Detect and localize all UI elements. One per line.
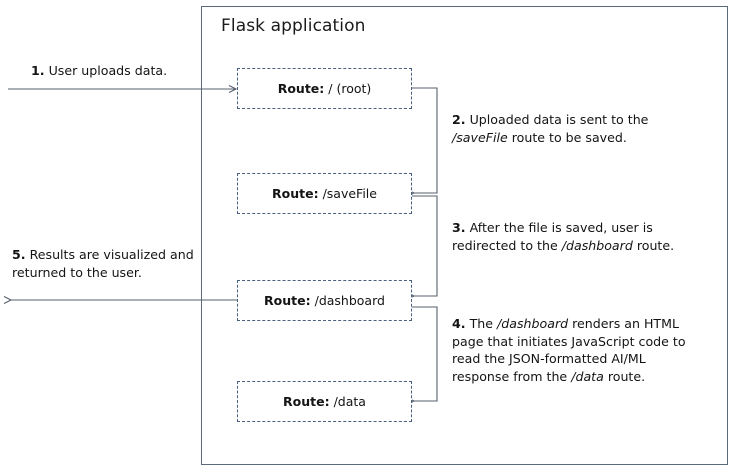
route-root-prefix: Route:	[277, 81, 325, 96]
step-3-line3: route.	[636, 237, 675, 253]
step-2-emphasis: /saveFile	[452, 129, 508, 145]
step-3-emphasis: /dashboard	[561, 237, 633, 253]
step-4-number: 4.	[452, 316, 466, 331]
route-box-root-label: Route: / (root)	[278, 81, 372, 96]
flask-application-title: Flask application	[221, 16, 366, 36]
route-savefile-path: /saveFile	[322, 186, 377, 201]
route-box-dashboard[interactable]: Route: /dashboard	[237, 280, 412, 321]
step-1-text: User uploads data.	[48, 63, 168, 78]
route-box-savefile[interactable]: Route: /saveFile	[237, 173, 412, 214]
step-2-line1: Uploaded data is sent to the	[469, 112, 649, 127]
step-1-number: 1.	[31, 63, 45, 78]
route-savefile-prefix: Route:	[272, 186, 319, 201]
route-box-data-label: Route: /data	[283, 394, 366, 409]
route-data-prefix: Route:	[283, 394, 330, 409]
route-data-path: /data	[333, 394, 366, 409]
step-3-annotation: 3. After the file is saved, user is redi…	[452, 219, 710, 254]
step-2-line2: route to be saved.	[511, 129, 627, 145]
step-4-line3: route.	[607, 368, 646, 384]
step-4-line2: renders an HTML page that initiates Java…	[452, 316, 686, 384]
step-4-line1: The	[469, 316, 494, 331]
step-3-number: 3.	[452, 220, 466, 235]
route-dashboard-path: /dashboard	[314, 293, 385, 308]
flask-application-container	[201, 6, 728, 465]
step-5-line2: and returned to the user.	[12, 247, 194, 280]
step-2-number: 2.	[452, 112, 466, 127]
step-1-annotation: 1. User uploads data.	[31, 62, 211, 80]
step-5-line1: Results are visualized	[29, 247, 166, 262]
step-5-number: 5.	[12, 247, 26, 262]
route-box-root[interactable]: Route: / (root)	[237, 68, 412, 109]
step-3-line2: redirected to the	[452, 237, 558, 253]
step-4-emphasis2: /data	[571, 368, 604, 384]
step-4-annotation: 4. The /dashboard renders an HTML page t…	[452, 315, 704, 385]
step-2-annotation: 2. Uploaded data is sent to the /saveFil…	[452, 111, 702, 146]
route-box-savefile-label: Route: /saveFile	[272, 186, 377, 201]
route-root-path: / (root)	[328, 81, 372, 96]
step-4-emphasis: /dashboard	[497, 316, 569, 331]
route-box-dashboard-label: Route: /dashboard	[264, 293, 385, 308]
route-dashboard-prefix: Route:	[264, 293, 311, 308]
step-3-line1: After the file is saved, user is	[469, 220, 653, 235]
step-5-annotation: 5. Results are visualized and returned t…	[12, 246, 212, 281]
route-box-data[interactable]: Route: /data	[237, 381, 412, 422]
